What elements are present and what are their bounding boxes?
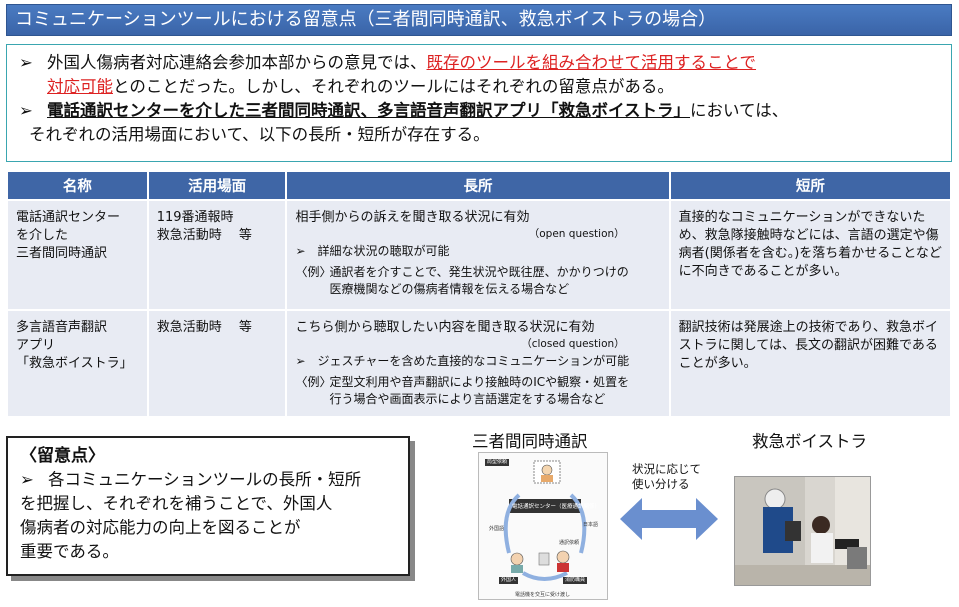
intro-text: においては、 xyxy=(690,101,789,120)
name-cell: 多言語音声翻訳 アプリ 「救急ボイストラ」 xyxy=(8,311,147,416)
question-type: （closed question） xyxy=(521,338,625,350)
note-text: 各コミュニケーションツールの長所・短所 xyxy=(48,470,362,489)
left-label: 外国語 xyxy=(489,526,505,532)
name-line: を介した xyxy=(16,228,69,243)
example: 〈例〉 定型文利用や音声翻訳により接触時のICや観察・処置を 行う場合や画面表示… xyxy=(295,374,660,408)
scene-cell: 119番通報時 救急活動時 等 xyxy=(148,201,286,309)
note-title: 〈留意点〉 xyxy=(20,446,105,466)
table-row: 多言語音声翻訳 アプリ 「救急ボイストラ」 救急活動時 等 こちら側から聴取した… xyxy=(8,311,950,416)
interpretation-diagram: 局型依頼 電話通訳センター（医療通訳関係） 外国語 日本語 通訳依頼 外国人 消… xyxy=(478,452,608,600)
con-cell: 翻訳技術は発展途上の技術であり、救急ボイストラに関しては、長文の翻訳が困難である… xyxy=(670,311,950,416)
note-line: 傷病者の対応能力の向上を図ることが xyxy=(20,518,301,537)
example-line: 医療機関などの傷病者情報を伝える場合など xyxy=(329,282,570,296)
foreigner-tag: 外国人 xyxy=(499,577,519,584)
comparison-table: 名称 活用場面 長所 短所 電話通訳センター を介した 三者間同時通訳 119番… xyxy=(6,170,952,418)
right-label: 日本語 xyxy=(583,522,599,528)
scene-cell: 救急活動時 等 xyxy=(148,311,286,416)
name-line: 電話通訳センター xyxy=(16,210,121,225)
intro-text: 外国人傷病者対応連絡会参加本部からの意見では、 xyxy=(47,53,427,72)
name-line: アプリ xyxy=(16,338,56,353)
table-header-row: 名称 活用場面 長所 短所 xyxy=(8,172,950,199)
intro-paragraph-1: ➢ 外国人傷病者対応連絡会参加本部からの意見では、既存のツールを組み合わせて活用す… xyxy=(19,51,941,75)
switch-line: 使い分ける xyxy=(632,477,690,491)
scene-line: 救急活動時 等 xyxy=(156,228,252,243)
note-box: 〈留意点〉 ➢ 各コミュニケーションツールの長所・短所 を把握し、それぞれを補うこ… xyxy=(6,436,410,576)
pro-sub: ➢ 詳細な状況の聴取が可能 xyxy=(295,244,450,258)
pro-sub: ➢ ジェスチャーを含めた直接的なコミュニケーションが可能 xyxy=(295,354,630,368)
switch-line: 状況に応じて xyxy=(632,462,701,476)
example-line: 定型文利用や音声翻訳により接触時のICや観察・処置を xyxy=(329,375,630,389)
example-label: 〈例〉 xyxy=(295,375,332,389)
table-row: 電話通訳センター を介した 三者間同時通訳 119番通報時 救急活動時 等 相手… xyxy=(8,201,950,309)
emphasis-text: 電話通訳センターを介した三者間同時通訳、多言語音声翻訳アプリ「救急ボイストラ」 xyxy=(47,101,691,120)
name-line: 多言語音声翻訳 xyxy=(16,320,108,335)
highlight-text: 既存のツールを組み合わせて活用することで xyxy=(426,53,757,72)
staff-tag: 消防職員 xyxy=(563,577,588,584)
name-line: 三者間同時通訳 xyxy=(16,246,108,261)
diagram-label: 三者間同時通訳 xyxy=(472,432,588,451)
page-title: コミュニケーションツールにおける留意点（三者間同時通訳、救急ボイストラの場合） xyxy=(6,4,952,36)
pro-cell: こちら側から聴取したい内容を聞き取る状況に有効 （closed question… xyxy=(287,311,669,416)
switch-text: 状況に応じて 使い分ける xyxy=(632,462,701,492)
example-line: 通訳者を介すことで、発生状況や既往歴、かかりつけの xyxy=(329,265,629,279)
pro-main: 相手側からの訴えを聞き取る状況に有効 xyxy=(295,210,530,225)
question-type: （open question） xyxy=(528,228,625,240)
column-header: 短所 xyxy=(670,172,950,199)
column-header: 長所 xyxy=(287,172,669,199)
intro-paragraph-2-cont: それぞれの活用場面において、以下の長所・短所が存在する。 xyxy=(19,123,941,147)
diagram-tag: 局型依頼 xyxy=(485,459,510,466)
note-line: ➢ 各コミュニケーションツールの長所・短所 xyxy=(20,468,396,492)
example-label: 〈例〉 xyxy=(295,265,332,279)
center-label: 電話通訳センター（医療通訳関係） xyxy=(512,504,601,510)
pro-main: こちら側から聴取したい内容を聞き取る状況に有効 xyxy=(295,320,595,335)
intro-paragraph-1-cont: 対応可能とのことだった。しかし、それぞれのツールにはそれぞれの留意点がある。 xyxy=(19,75,941,99)
mid-label: 通訳依頼 xyxy=(559,540,580,546)
example: 〈例〉 通訳者を介すことで、発生状況や既往歴、かかりつけの 医療機関などの傷病者… xyxy=(295,264,660,298)
name-line: 「救急ボイストラ」 xyxy=(16,356,133,371)
scene-line: 救急活動時 等 xyxy=(156,320,252,335)
scene-line: 119番通報時 xyxy=(156,210,234,225)
name-cell: 電話通訳センター を介した 三者間同時通訳 xyxy=(8,201,147,309)
highlight-text: 対応可能 xyxy=(47,77,113,96)
intro-box: ➢ 外国人傷病者対応連絡会参加本部からの意見では、既存のツールを組み合わせて活用す… xyxy=(6,44,952,162)
column-header: 名称 xyxy=(8,172,147,199)
double-arrow-icon xyxy=(620,498,718,540)
intro-text: とのことだった。しかし、それぞれのツールにはそれぞれの留意点がある。 xyxy=(113,77,674,96)
intro-text: それぞれの活用場面において、以下の長所・短所が存在する。 xyxy=(29,125,490,144)
column-header: 活用場面 xyxy=(148,172,286,199)
photo-illustration xyxy=(735,477,870,585)
intro-paragraph-2: ➢ 電話通訳センターを介した三者間同時通訳、多言語音声翻訳アプリ「救急ボイストラ」… xyxy=(19,99,941,123)
pro-cell: 相手側からの訴えを聞き取る状況に有効 （open question） ➢ 詳細な… xyxy=(287,201,669,309)
bullet-arrow-icon: ➢ xyxy=(20,470,34,489)
voicetra-photo xyxy=(734,476,871,586)
con-cell: 直接的なコミュニケーションができないため、救急隊接触時などには、言語の選定や傷病… xyxy=(670,201,950,309)
bullet-arrow-icon: ➢ xyxy=(19,101,33,120)
note-line: 重要である。 xyxy=(20,542,119,561)
diagram-graphic xyxy=(503,460,587,581)
diagram-caption: 電話機を交互に受け渡し xyxy=(515,592,571,598)
photo-label: 救急ボイストラ xyxy=(752,432,868,451)
note-line: を把握し、それぞれを補うことで、外国人 xyxy=(20,494,333,513)
example-line: 行う場合や画面表示により言語選定をする場合など xyxy=(329,392,606,406)
bullet-arrow-icon: ➢ xyxy=(19,53,33,72)
